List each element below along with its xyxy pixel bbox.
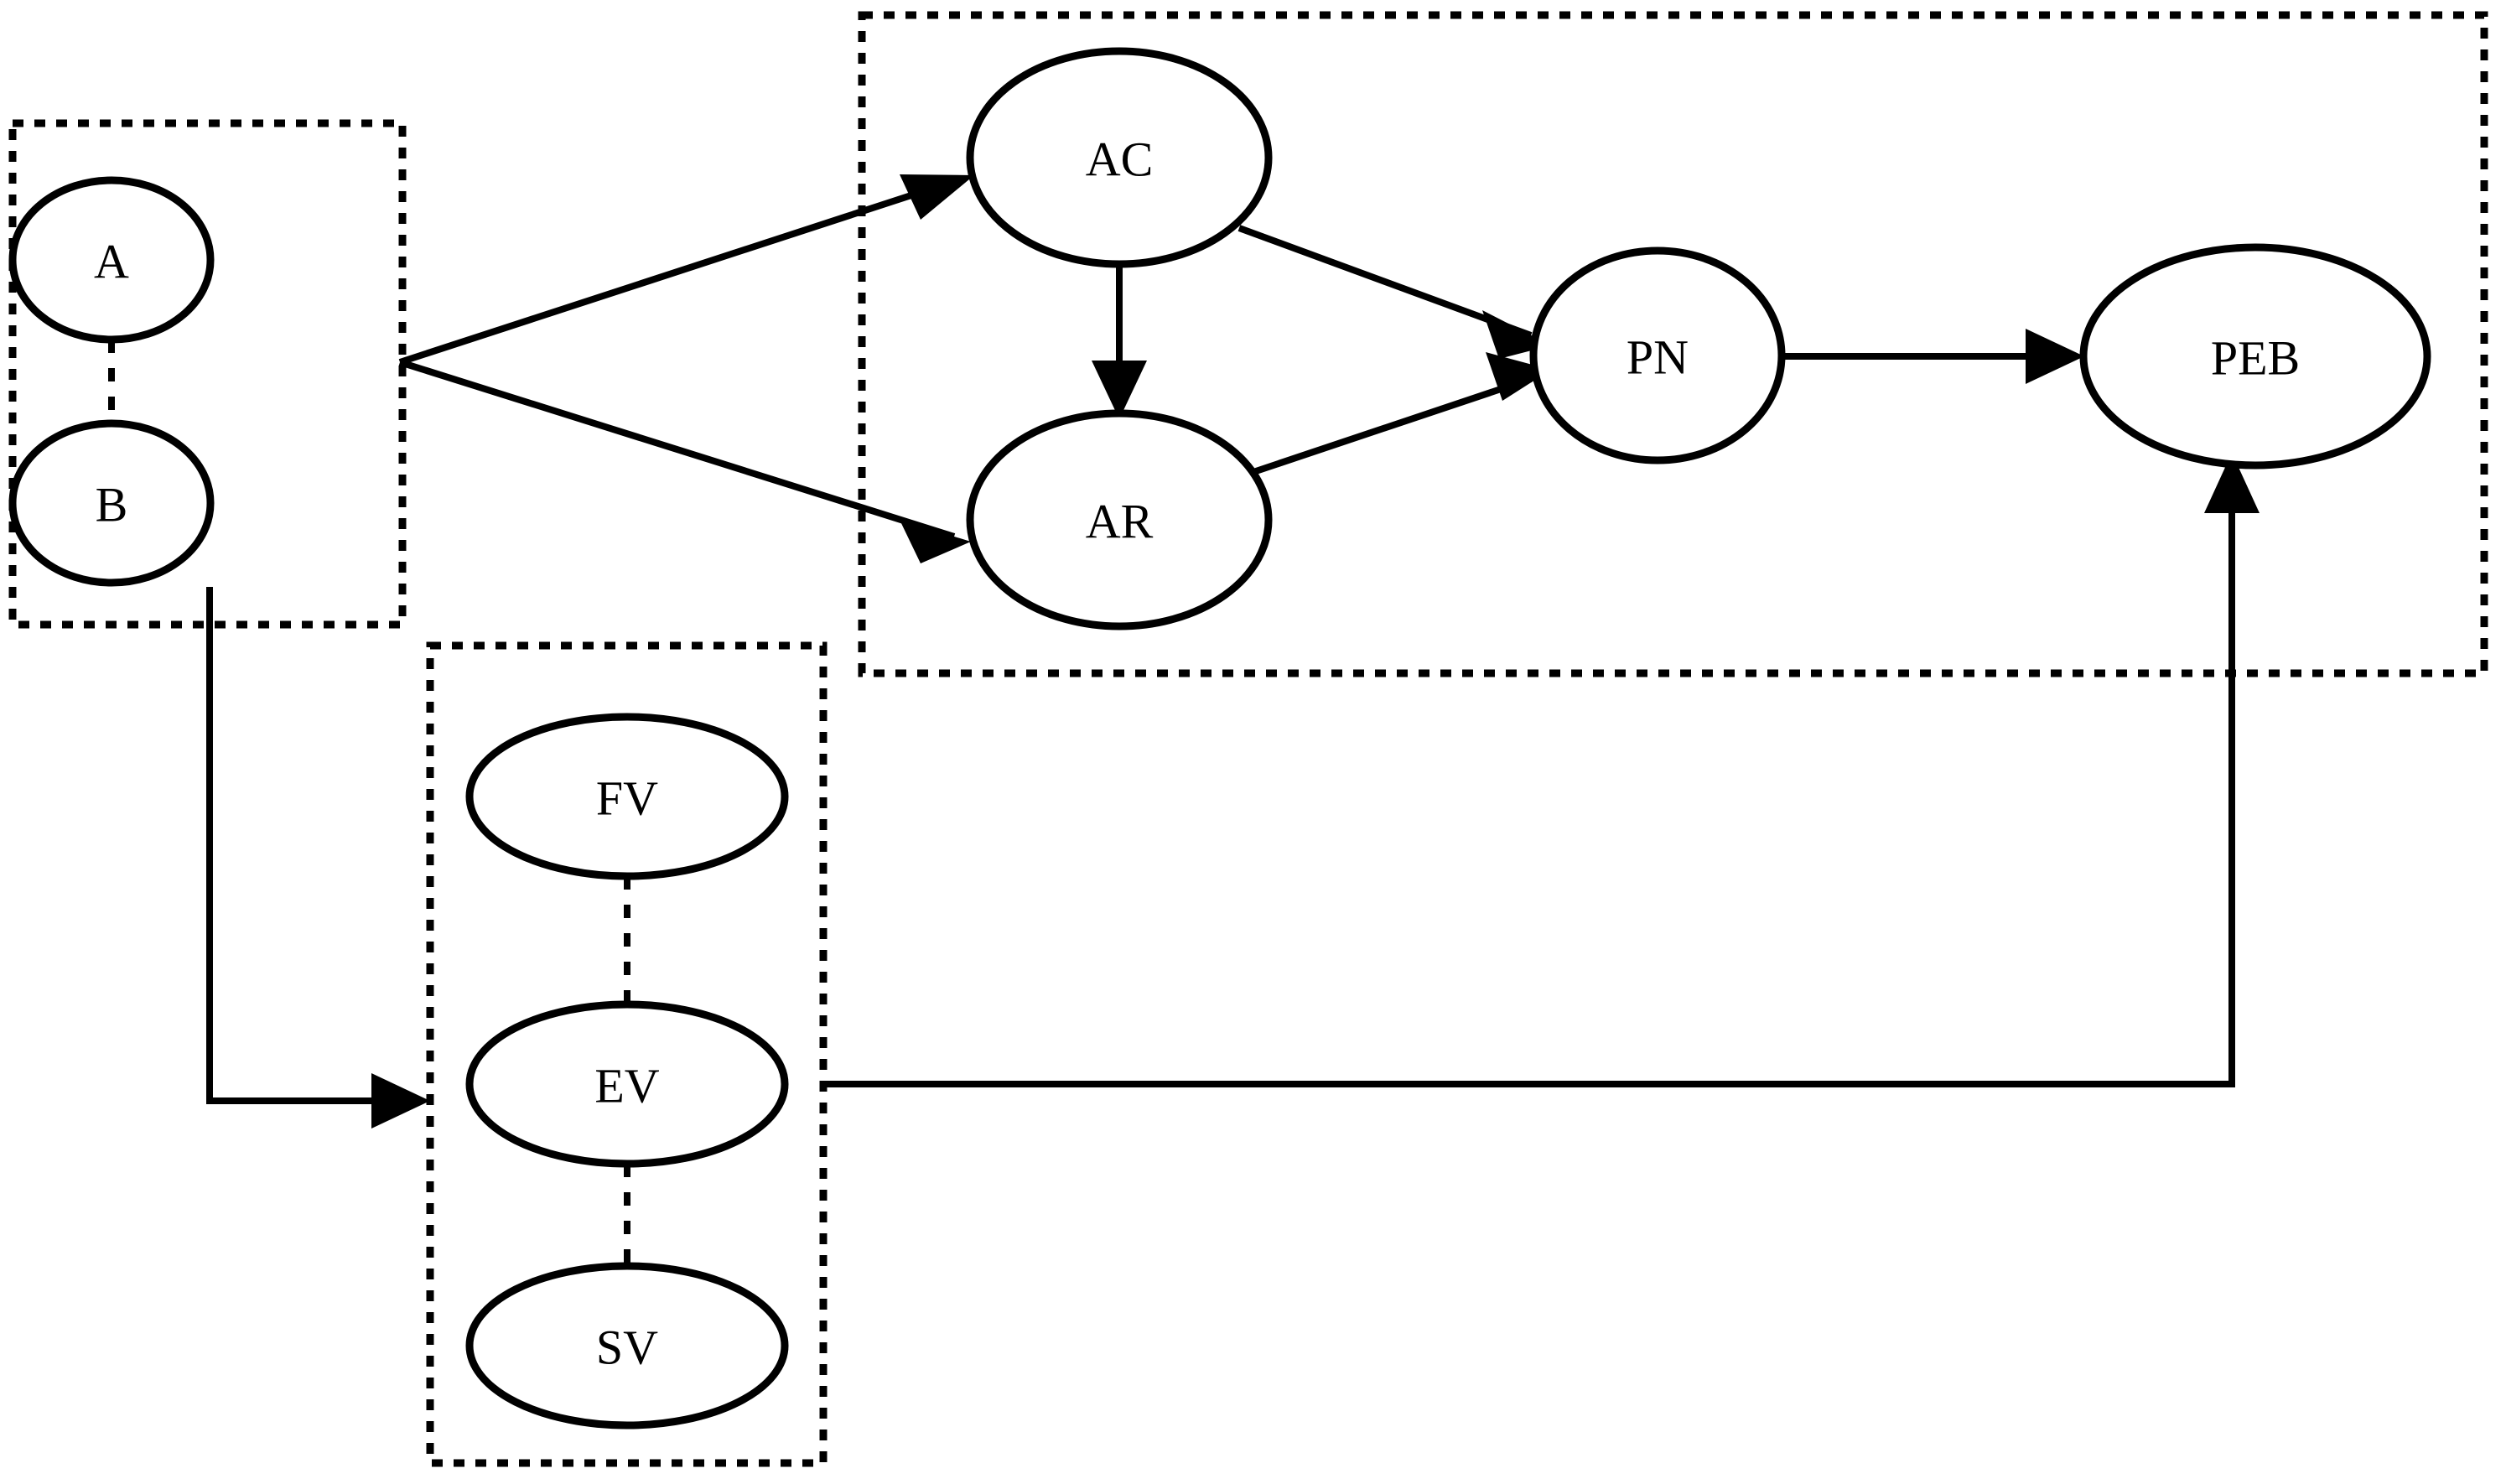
node-a[interactable]: A (8, 176, 215, 344)
node-fv[interactable]: FV (465, 713, 789, 880)
edge-ac-to-pn[interactable] (1237, 225, 1551, 359)
edge-ac-to-ar[interactable] (1092, 264, 1147, 419)
edge-b-to-ev[interactable] (206, 587, 430, 1129)
arrowhead-ar (900, 520, 971, 563)
node-ev-ellipse (465, 1000, 789, 1168)
node-sv[interactable]: SV (465, 1262, 789, 1430)
group-box-ab (8, 119, 407, 629)
node-ar[interactable]: AR (966, 409, 1273, 630)
arrowhead-ac (900, 174, 974, 220)
edge-ar-to-pn[interactable] (1239, 352, 1551, 480)
node-sv-ellipse (465, 1262, 789, 1430)
node-ac[interactable]: AC (966, 47, 1273, 268)
node-peb[interactable]: PEB (2079, 243, 2431, 470)
node-peb-ellipse (2079, 243, 2431, 470)
edge-ab-to-ac[interactable] (398, 174, 974, 366)
node-b-ellipse (8, 419, 215, 587)
arrowhead-peb-from-ev (2204, 453, 2260, 513)
node-pn-ellipse (1529, 246, 1786, 464)
node-ac-ellipse (966, 47, 1273, 268)
node-ev[interactable]: EV (465, 1000, 789, 1168)
node-b[interactable]: B (8, 419, 215, 587)
arrowhead-peb-from-pn (2026, 329, 2084, 384)
group-box-main (858, 11, 2488, 677)
edge-ev-to-peb[interactable] (823, 453, 2260, 1087)
node-ar-ellipse (966, 409, 1273, 630)
node-pn[interactable]: PN (1529, 246, 1786, 464)
arrowhead-ev-from-b (371, 1073, 430, 1129)
edge-ab-to-ar[interactable] (398, 359, 971, 563)
edge-pn-to-peb[interactable] (1782, 329, 2084, 384)
node-fv-ellipse (465, 713, 789, 880)
group-box-v (426, 641, 828, 1467)
arrowhead-pn-from-ar (1486, 352, 1551, 401)
arrowhead-ac-ar (1092, 361, 1147, 419)
node-a-ellipse (8, 176, 215, 344)
